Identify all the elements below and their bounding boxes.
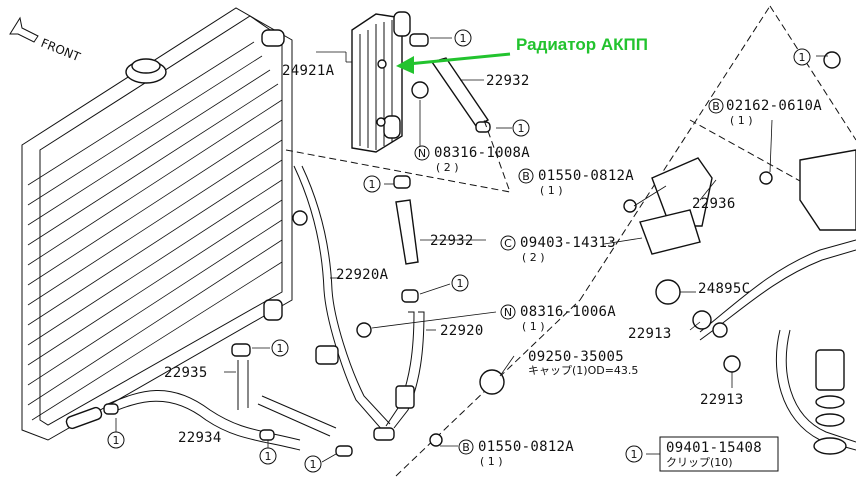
- callout-1: 1: [304, 455, 322, 473]
- qty-09403-14313: ( 2 ): [522, 251, 545, 264]
- label-22932-upper: 22932: [486, 73, 530, 89]
- washer-n: [411, 81, 429, 99]
- banjo-bolt: [815, 349, 845, 391]
- callout-1: 1: [793, 48, 811, 66]
- annotation-label: Радиатор АКПП: [516, 35, 648, 54]
- qty-02162-0610A: ( 1 ): [730, 114, 753, 127]
- cap-09250: [479, 369, 505, 395]
- label-22913-upper: 22913: [628, 326, 672, 342]
- label-02162-0610A: 02162-0610A: [726, 98, 822, 114]
- label-22936: 22936: [692, 196, 736, 212]
- label-09403-14313: 09403-14313: [520, 235, 616, 251]
- svg-text:B: B: [522, 170, 530, 183]
- qty-01550-0812A-upper: ( 1 ): [540, 184, 563, 197]
- svg-text:1: 1: [265, 450, 272, 463]
- label-22932-middle: 22932: [430, 233, 474, 249]
- qty-08316-1008A: ( 2 ): [436, 161, 459, 174]
- svg-text:N: N: [418, 147, 426, 160]
- symbol-n-08316-1006A: N: [500, 304, 516, 320]
- pipe-22920: [385, 311, 415, 427]
- symbol-b-01550-0812A-upper: B: [518, 168, 534, 184]
- label-22920A: 22920A: [336, 267, 389, 283]
- label-22920: 22920: [440, 323, 484, 339]
- label-08316-1008A: 08316-1008A: [434, 145, 530, 161]
- annotation-arrow-icon: [396, 52, 511, 74]
- label-22913-lower: 22913: [700, 392, 744, 408]
- symbol-c-09403-14313: C: [500, 235, 516, 251]
- label-22934: 22934: [178, 430, 222, 446]
- callout-1: 1: [271, 339, 289, 357]
- callout-1: 1: [363, 175, 381, 193]
- box-09401-15408: [659, 436, 779, 472]
- pipe-22920A: [293, 165, 385, 433]
- svg-text:1: 1: [518, 122, 525, 135]
- label-24921A: 24921A: [282, 63, 335, 79]
- svg-text:1: 1: [457, 277, 464, 290]
- callout-1: 1: [451, 274, 469, 292]
- radiator: [21, 7, 293, 441]
- callout-1: 1: [625, 445, 643, 463]
- sub-09250-35005: キャップ(1)OD=43.5: [528, 364, 638, 377]
- clip-22932: [393, 175, 411, 189]
- clip-upper: [409, 33, 429, 47]
- label-09401-15408: 09401-15408: [666, 440, 762, 456]
- callout-1: 1: [454, 29, 472, 47]
- qty-01550-0812A-lower: ( 1 ): [480, 455, 503, 468]
- svg-text:C: C: [504, 237, 512, 250]
- svg-text:1: 1: [310, 458, 317, 471]
- svg-text:1: 1: [113, 434, 120, 447]
- front-label: FRONT: [39, 36, 83, 65]
- callout-1: 1: [259, 447, 277, 465]
- hose-22932-middle: [395, 199, 419, 265]
- qty-08316-1006A: ( 1 ): [522, 320, 545, 333]
- front-arrow-icon: [9, 16, 39, 43]
- filler-plug-24895C: [655, 279, 681, 305]
- label-24895C: 24895C: [698, 281, 750, 297]
- svg-text:1: 1: [631, 448, 638, 461]
- svg-text:1: 1: [277, 342, 284, 355]
- reference-line: [285, 119, 511, 193]
- label-08316-1006A: 08316-1006A: [520, 304, 616, 320]
- svg-text:1: 1: [799, 51, 806, 64]
- label-09250-35005: 09250-35005: [528, 349, 624, 365]
- section-divider: [579, 5, 771, 301]
- callout-1: 1: [107, 431, 125, 449]
- svg-text:1: 1: [369, 178, 376, 191]
- callout-1: 1: [512, 119, 530, 137]
- symbol-b-01550-0812A-lower: B: [458, 439, 474, 455]
- clip-09403: [639, 209, 701, 255]
- hose-22932-upper: [430, 57, 490, 127]
- svg-text:B: B: [712, 100, 720, 113]
- label-22935: 22935: [164, 365, 208, 381]
- sub-09401-15408: クリップ(10): [666, 456, 733, 469]
- svg-text:1: 1: [460, 32, 467, 45]
- o-ring-22913: [723, 355, 741, 373]
- symbol-b-02162-0610A: B: [708, 98, 724, 114]
- transmission-oil-cooler: [351, 11, 411, 153]
- svg-text:B: B: [462, 441, 470, 454]
- symbol-n-08316-1008A: N: [414, 145, 430, 161]
- hose-22935: [237, 360, 249, 410]
- label-01550-0812A-upper: 01550-0812A: [538, 168, 634, 184]
- label-01550-0812A-lower: 01550-0812A: [478, 439, 574, 455]
- cooler-bracket-right: [799, 149, 856, 231]
- clip-lower: [475, 121, 491, 133]
- svg-text:N: N: [504, 306, 512, 319]
